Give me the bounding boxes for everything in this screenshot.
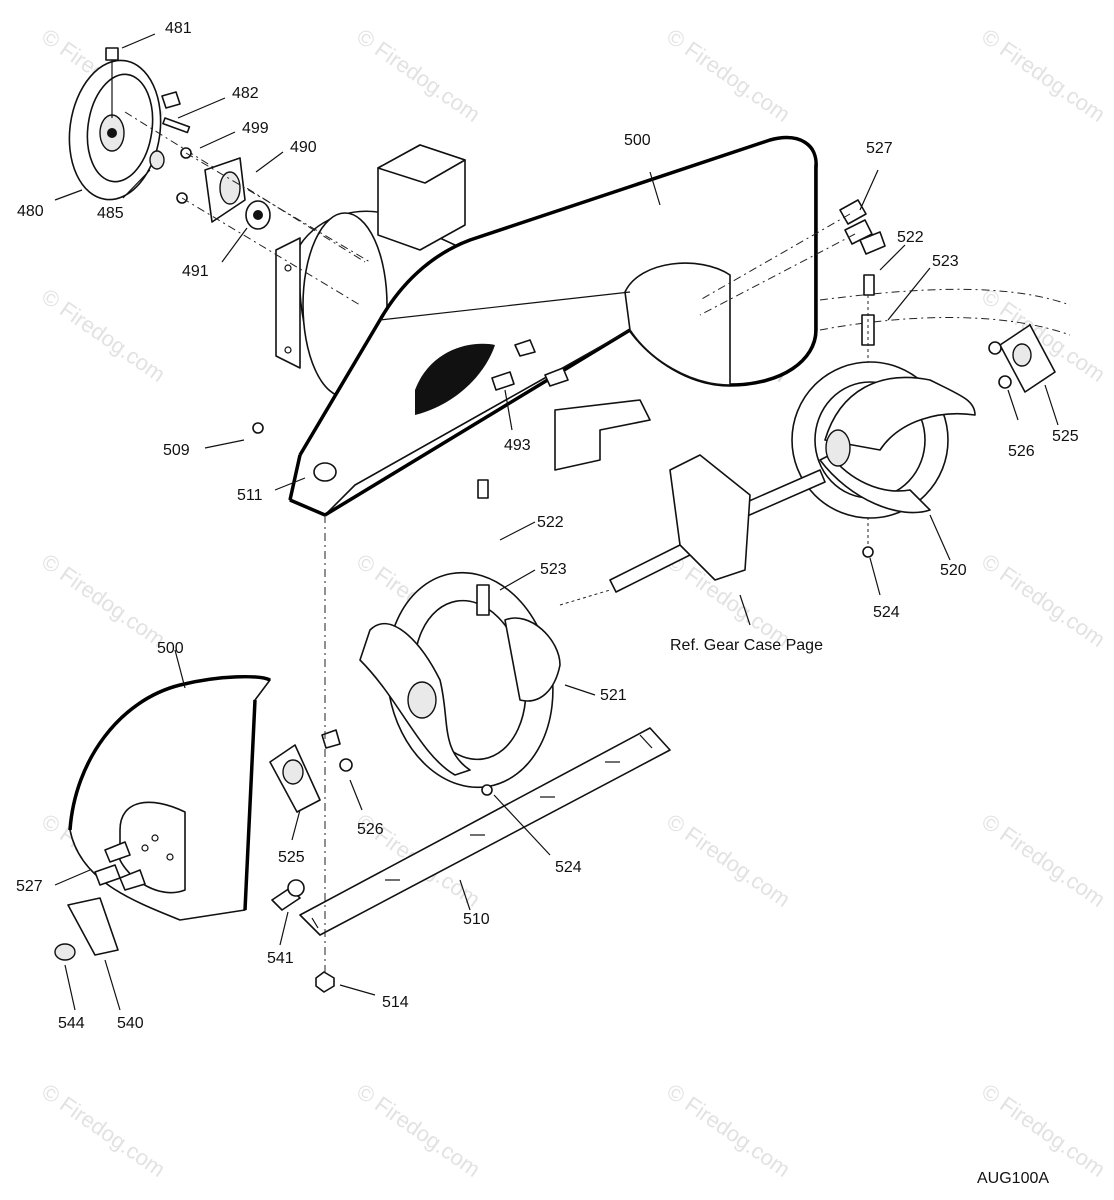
callout-527-right: 527	[866, 140, 893, 157]
bearing-flange-right	[819, 288, 1071, 393]
pulley	[68, 47, 366, 263]
diagram-code: AUG100A	[977, 1170, 1049, 1187]
callout-480: 480	[17, 203, 44, 220]
callout-527-left: 527	[16, 878, 43, 895]
callout-541: 541	[267, 950, 294, 967]
callout-510: 510	[463, 911, 490, 928]
callout-525-left: 525	[278, 849, 305, 866]
watermark: © Firedog.com	[37, 1079, 170, 1182]
callout-522-left: 522	[537, 514, 564, 531]
watermark: © Firedog.com	[352, 24, 485, 127]
callout-540: 540	[117, 1015, 144, 1032]
watermark: © Firedog.com	[977, 1079, 1110, 1182]
callout-482: 482	[232, 85, 259, 102]
callout-525-right: 525	[1052, 428, 1079, 445]
watermark-layer: © Firedog.com © Firedog.com © Firedog.co…	[37, 24, 1110, 1182]
reference-note: Ref. Gear Case Page	[670, 637, 823, 654]
callout-514: 514	[382, 994, 409, 1011]
callout-521: 521	[600, 687, 627, 704]
housing-hardware	[252, 339, 569, 975]
callout-511: 511	[237, 487, 263, 504]
bolts-right	[699, 199, 886, 316]
callout-509: 509	[163, 442, 190, 459]
callout-491: 491	[182, 263, 209, 280]
callout-524-left: 524	[555, 859, 582, 876]
auger-right	[791, 361, 976, 519]
callout-490: 490	[290, 139, 317, 156]
callout-499: 499	[242, 120, 269, 137]
scraper-bar	[299, 727, 671, 993]
leader-lines	[54, 33, 1059, 1011]
callout-481: 481	[165, 20, 192, 37]
callout-labels: 481 482 499 490 480 485 491 500 527 522 …	[16, 20, 1079, 1187]
callout-520: 520	[940, 562, 967, 579]
callout-526-left: 526	[357, 821, 384, 838]
callout-522-right: 522	[897, 229, 924, 246]
gear-case-shaft	[554, 399, 826, 606]
auger-left	[359, 479, 561, 796]
watermark: © Firedog.com	[977, 24, 1110, 127]
pulley-hardware	[149, 117, 371, 306]
auger-housing-upper	[275, 135, 818, 517]
watermark: © Firedog.com	[662, 24, 795, 127]
callout-544: 544	[58, 1015, 85, 1032]
auger-housing-left	[54, 674, 353, 961]
callout-523-right: 523	[932, 253, 959, 270]
callout-523-left: 523	[540, 561, 567, 578]
watermark: © Firedog.com	[977, 549, 1110, 652]
callout-500-lower: 500	[157, 640, 184, 657]
watermark: © Firedog.com	[977, 809, 1110, 912]
callout-526-right: 526	[1008, 443, 1035, 460]
watermark: © Firedog.com	[662, 1079, 795, 1182]
watermark: © Firedog.com	[37, 284, 170, 387]
callout-524-right: 524	[873, 604, 900, 621]
watermark: © Firedog.com	[662, 809, 795, 912]
watermark: © Firedog.com	[352, 1079, 485, 1182]
callout-493: 493	[504, 437, 531, 454]
callout-500-upper: 500	[624, 132, 651, 149]
callout-485: 485	[97, 205, 124, 222]
watermark: © Firedog.com	[37, 549, 170, 652]
